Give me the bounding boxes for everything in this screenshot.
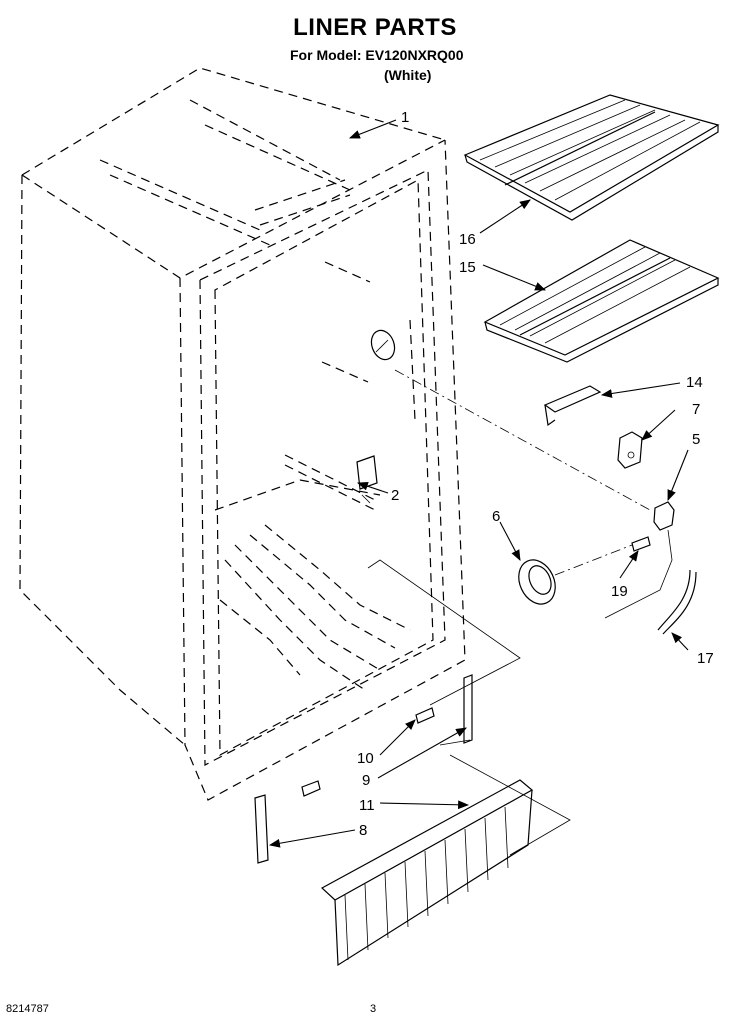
part-19-screw	[631, 536, 651, 552]
callout-5: 5	[692, 431, 700, 448]
callout-arrows	[268, 119, 689, 848]
callout-14: 14	[686, 374, 703, 391]
callout-17: 17	[697, 650, 714, 667]
callout-6: 6	[492, 508, 500, 525]
part-16-wire-shelf	[463, 94, 720, 221]
model-line: For Model: EV120NXRQ00	[290, 47, 464, 63]
callout-11: 11	[359, 797, 375, 814]
callout-9: 9	[362, 772, 370, 789]
callout-10: 10	[357, 750, 374, 767]
callout-8: 8	[359, 822, 367, 839]
callout-2: 2	[391, 487, 399, 504]
leader-lines	[367, 369, 651, 856]
part-14-shelf-support	[543, 385, 602, 427]
part-5-switch	[604, 501, 675, 619]
liner-cabinet	[19, 67, 466, 801]
callout-15: 15	[459, 259, 476, 276]
page-number: 3	[370, 1003, 377, 1015]
part-number: 8214787	[6, 1003, 49, 1015]
callout-7: 7	[692, 401, 700, 418]
part-9-bracket	[254, 674, 473, 864]
part-6-knob	[518, 559, 556, 605]
callout-19: 19	[611, 583, 628, 600]
callout-16: 16	[459, 231, 476, 248]
part-17-tube	[657, 569, 697, 635]
model-variant: (White)	[384, 67, 432, 83]
part-2-plate	[356, 455, 378, 504]
callout-1: 1	[401, 109, 409, 126]
part-15-wire-shelf	[483, 239, 720, 363]
part-10-screw	[301, 707, 435, 797]
part-7-thermostat	[617, 431, 643, 469]
dial-opening	[370, 329, 396, 361]
part-11-basket	[320, 779, 534, 967]
page-title: LINER PARTS	[293, 14, 457, 41]
callout-labels: 1 2 5 6 7 8 9 10 11 14 15 16 17 19	[357, 109, 714, 839]
